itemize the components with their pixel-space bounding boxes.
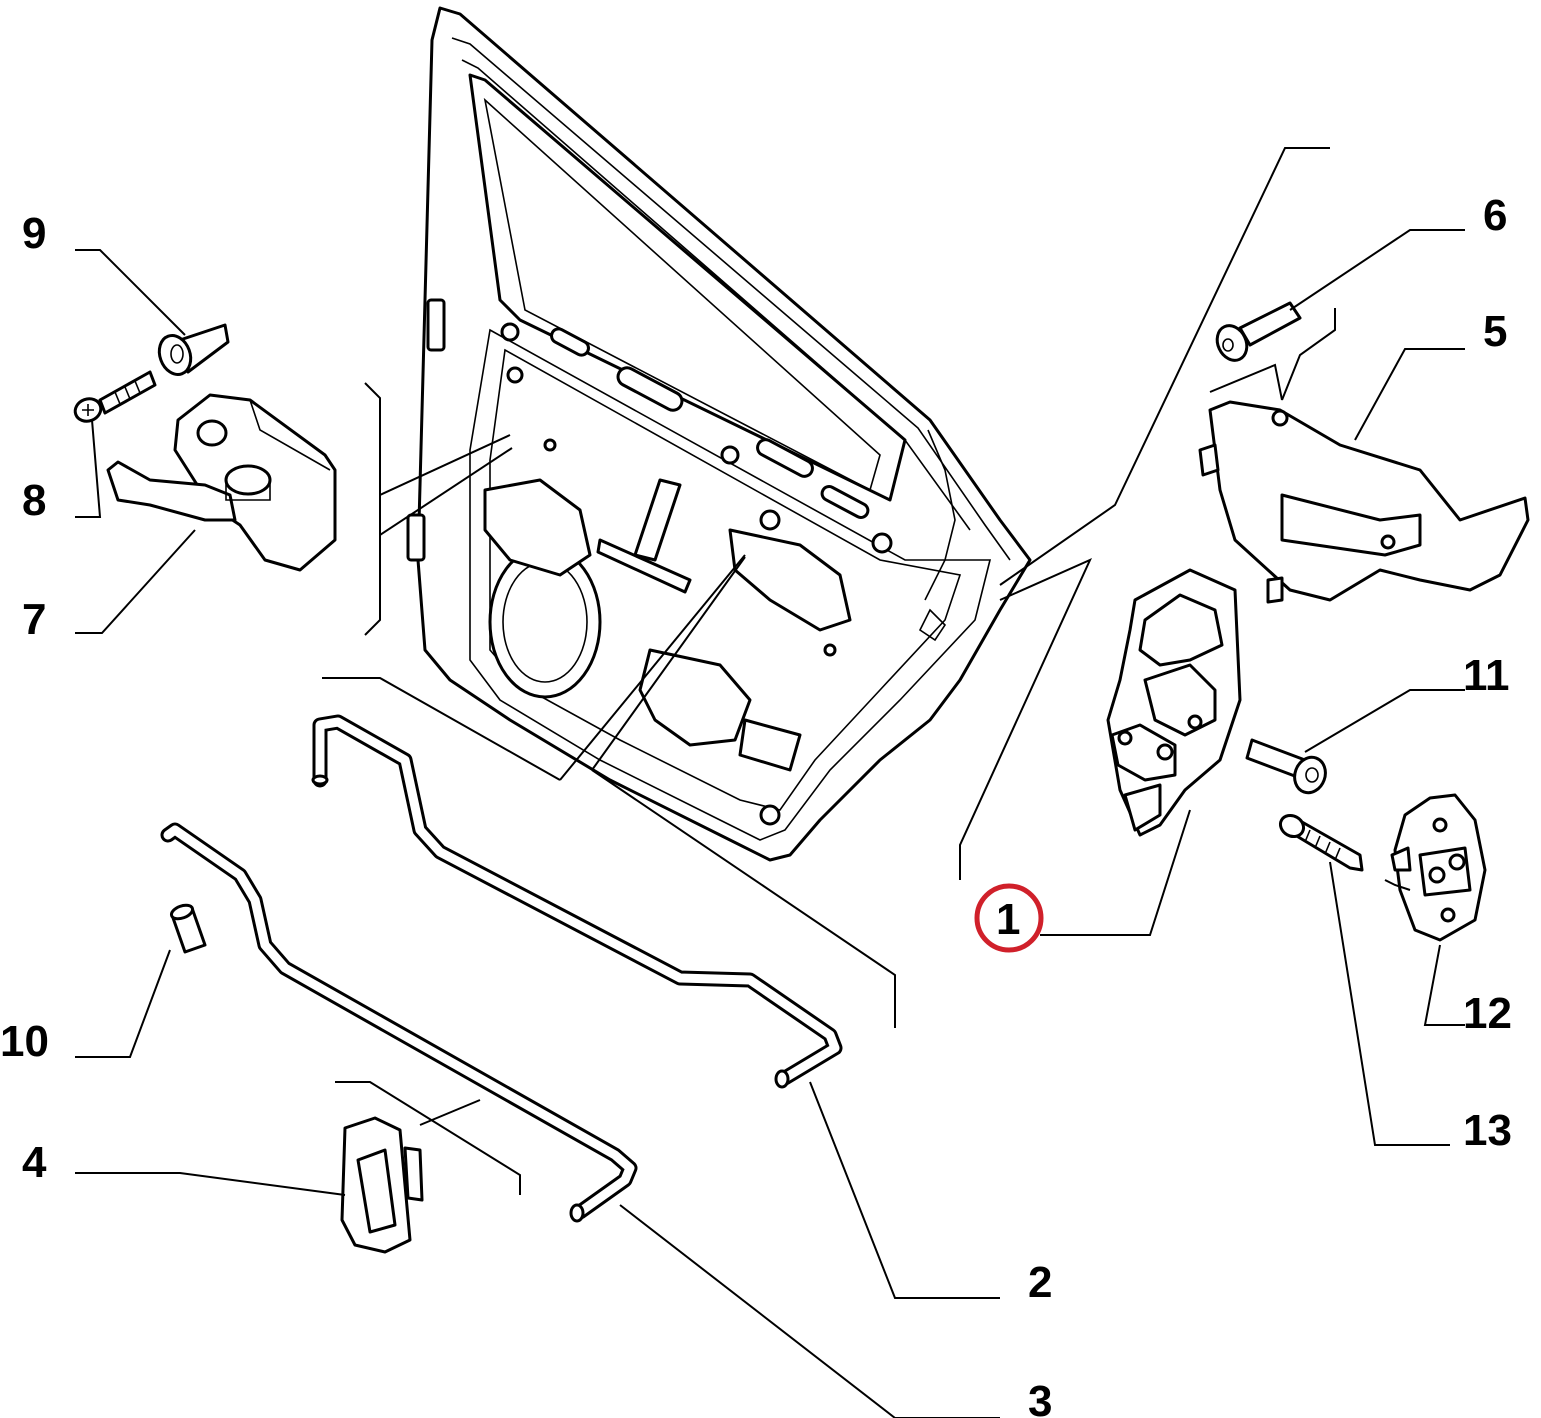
control-rod <box>160 822 638 1223</box>
callouts: 9 8 7 10 4 6 5 11 12 13 2 3 1 <box>0 191 1512 1418</box>
callout-11: 11 <box>1463 651 1510 700</box>
door-shell <box>406 6 1032 862</box>
leader-lines <box>75 147 1465 1418</box>
callout-2: 2 <box>1028 1258 1052 1307</box>
inner-handle <box>106 393 337 572</box>
callout-9: 9 <box>22 209 46 258</box>
clip <box>157 323 230 376</box>
control-rod <box>311 714 843 1089</box>
callout-13: 13 <box>1463 1106 1512 1155</box>
callout-4: 4 <box>22 1138 47 1187</box>
screw <box>1278 813 1364 872</box>
highlight-circle <box>974 883 1044 953</box>
screw <box>73 370 157 423</box>
pin <box>169 903 207 954</box>
callout-6: 6 <box>1483 191 1507 240</box>
callout-10: 10 <box>0 1017 49 1066</box>
callout-5: 5 <box>1483 307 1507 356</box>
callout-8: 8 <box>22 476 46 525</box>
callout-3: 3 <box>1028 1377 1052 1418</box>
callout-7: 7 <box>22 595 46 644</box>
callout-12: 12 <box>1463 989 1512 1038</box>
lock-cover <box>1198 400 1530 604</box>
striker-plate <box>1390 793 1487 942</box>
callout-1: 1 <box>996 895 1020 944</box>
bolt <box>1245 738 1327 795</box>
rod-clip <box>340 1116 424 1254</box>
door-lock <box>1106 568 1242 837</box>
bolt <box>1215 301 1302 362</box>
